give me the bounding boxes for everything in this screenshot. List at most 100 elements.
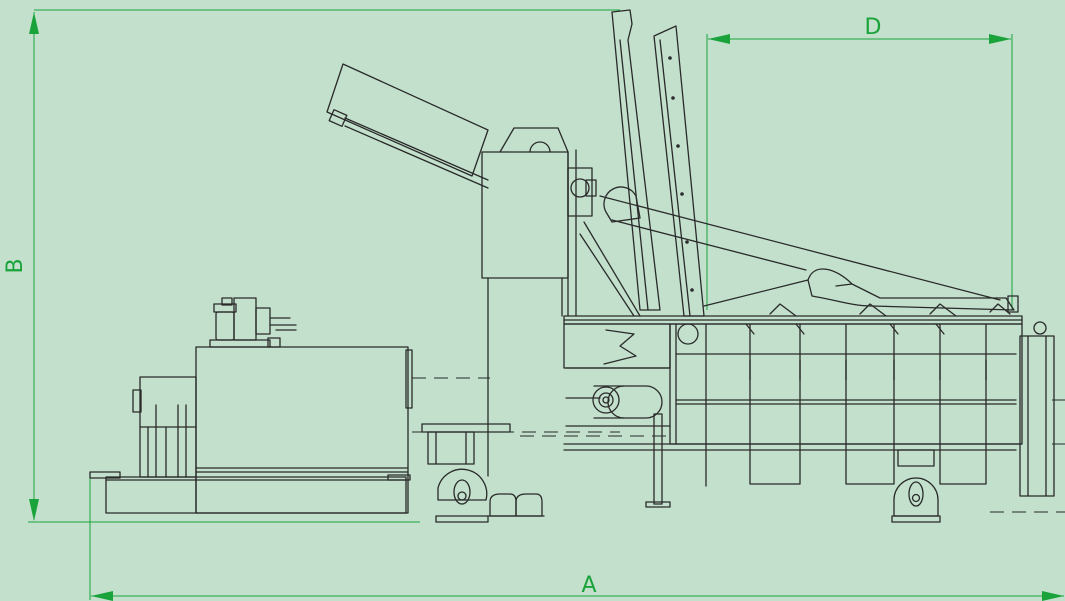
chock-block — [489, 493, 517, 517]
chamber-tooth — [859, 303, 887, 317]
cylinder-rod-top — [344, 117, 489, 181]
column-pivot-pin — [570, 178, 590, 198]
lower-cylinder-clevis-inner — [607, 385, 625, 419]
support-legs — [421, 321, 1065, 513]
front-wheel-base — [435, 515, 489, 523]
column-pivot-block — [567, 167, 593, 217]
skid-tip — [89, 471, 121, 479]
cylinder-end-cap — [328, 109, 348, 127]
lid-hinge — [603, 186, 641, 223]
lid-line-2 — [599, 195, 1001, 301]
cylinder-rod-bottom — [344, 125, 489, 189]
press-column — [481, 127, 597, 477]
middle-jack-foot — [645, 501, 671, 508]
lid-arm-outer — [611, 9, 661, 311]
rear-wheel-base — [891, 515, 941, 523]
rear-pin — [1033, 321, 1047, 335]
dimension-b-arrow-bottom — [29, 499, 39, 521]
beam-bolt — [668, 56, 672, 60]
chamber-bin — [749, 443, 801, 485]
lid-line-3 — [703, 279, 809, 307]
lower-cylinder — [520, 367, 671, 437]
column-top-cap — [499, 127, 569, 153]
chamber-tooth — [929, 303, 957, 317]
dimension-a-arrow-left — [91, 591, 113, 601]
chamber-bracket — [889, 323, 899, 335]
chock-blocks — [487, 493, 545, 517]
lower-cylinder-eye-inner — [602, 396, 610, 404]
beam-bolt — [671, 96, 675, 100]
motor-end-cap — [132, 389, 142, 413]
lower-cylinder-eye-mid — [598, 392, 614, 408]
dimension-a: A — [89, 478, 1064, 601]
dimension-b: B — [3, 9, 620, 523]
column-pivot-cap — [585, 179, 597, 197]
beam-bolt — [685, 240, 689, 244]
beam-bolt — [690, 288, 694, 292]
motor-pump-assembly — [132, 376, 197, 478]
press-head-contour — [603, 329, 637, 365]
upper-cylinder — [326, 63, 489, 189]
chamber-tooth — [989, 303, 1011, 315]
valve-spool — [255, 307, 271, 335]
chamber-bracket — [935, 323, 945, 335]
rear-caster-mount — [897, 449, 935, 467]
lid-line-1 — [611, 219, 807, 271]
front-caster-wheel — [435, 468, 489, 523]
column-head — [481, 151, 569, 279]
front-bracket — [421, 423, 511, 433]
dimension-d: D — [706, 15, 1013, 310]
tank-body — [195, 346, 409, 514]
rear-wheel-hub — [908, 481, 924, 507]
front-wheel-axle — [457, 491, 467, 501]
lower-cylinder-clevis — [593, 385, 663, 419]
chamber-bin — [939, 443, 987, 485]
lid-arm-beam — [653, 25, 705, 317]
base-skid — [105, 476, 407, 514]
front-wheel-body — [437, 468, 488, 501]
lid-nose-detail — [835, 283, 853, 287]
beam-bolt — [680, 192, 684, 196]
front-leg-housing — [427, 431, 475, 465]
valve-block — [209, 297, 297, 348]
valve-top — [221, 297, 233, 306]
rear-end-frame — [1019, 335, 1055, 497]
base-frame — [89, 471, 411, 514]
lid-arm — [579, 9, 705, 317]
dimension-d-arrow-right — [989, 34, 1011, 44]
valve-manifold — [233, 297, 257, 341]
middle-jack-post — [653, 413, 663, 505]
cylinder-body — [326, 63, 489, 177]
beam-bolt — [676, 144, 680, 148]
chock-block — [515, 493, 543, 517]
chamber-roller — [677, 323, 699, 345]
hydraulic-tank — [195, 346, 620, 514]
dimension-a-arrow-right — [1042, 591, 1064, 601]
lower-cylinder-eye-outer — [592, 386, 620, 414]
rear-wheel-axle — [911, 493, 921, 503]
front-wheel-hub — [453, 479, 471, 505]
lid-arm-beam-inner — [659, 39, 691, 317]
column-top-hole — [529, 141, 551, 153]
base-skid-plate — [387, 474, 411, 481]
valve-base — [209, 339, 271, 348]
rear-wheel-body — [893, 477, 939, 517]
wheels — [435, 449, 941, 523]
dimension-a-label: A — [581, 573, 596, 598]
chamber-tooth — [769, 303, 797, 317]
baling-chamber — [563, 303, 1023, 487]
lid-link-2 — [579, 233, 635, 317]
lid-link-1 — [583, 221, 641, 317]
dimension-d-label: D — [865, 15, 882, 40]
rear-caster-wheel — [891, 449, 941, 523]
dimension-d-arrow-left — [708, 34, 730, 44]
tank-side-plate — [405, 349, 413, 409]
dimension-b-arrow-top — [29, 12, 39, 34]
lid-arm-inner — [619, 39, 649, 311]
press-lid — [599, 195, 1019, 313]
lid-latch — [1007, 295, 1019, 313]
valve-cap — [213, 303, 237, 313]
dimension-b-label: B — [3, 258, 28, 273]
lid-nose — [807, 268, 1015, 311]
